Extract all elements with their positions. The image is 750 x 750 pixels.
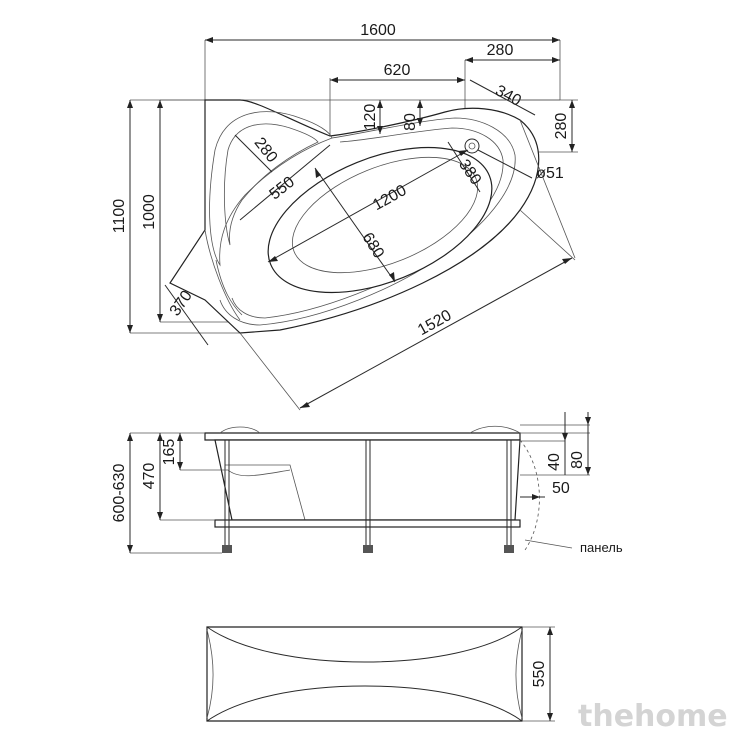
dim-h40: 40 [546,412,568,475]
dim-h40-label: 40 [546,453,563,471]
dim-right-corner-label: 280 [487,42,514,59]
dim-total-height-label: 600-630 [111,464,128,523]
dim-panel-height-label: 550 [531,661,548,688]
dim-diag-length-label: 1520 [415,307,454,339]
dim-inner-height: 1000 [141,100,163,322]
foot-middle [363,545,373,553]
dim-bowl-depth: 470 [141,433,163,520]
foot-left [222,545,232,553]
dim-h80: 80 [569,412,591,475]
drain-icon [464,138,480,154]
dim-small-a: 120 [362,100,383,134]
dim-bowl-depth-label: 470 [141,463,158,490]
dim-right-corner: 280 [465,42,560,63]
dim-h50: 50 [520,480,570,500]
dim-width: 1600 [205,22,560,43]
tub-outline [169,99,540,334]
dim-overall-height-label: 1100 [111,199,128,234]
dim-h50-label: 50 [552,480,570,497]
dim-small-b-label: 80 [402,113,419,131]
dim-rim-label: 165 [161,439,178,466]
dim-total-height: 600-630 [111,433,133,553]
dim-small-b: 80 [402,100,423,131]
plan-view: 1600 620 280 340 [111,22,578,411]
dim-top-offset: 620 [329,60,466,136]
dim-overall-height: 1100 [111,100,133,333]
panel-label: панель [580,540,623,555]
dim-panel-height: 550 [531,627,553,721]
side-view: панель 600-630 470 165 [111,412,623,555]
dim-inner-height-label: 1000 [141,194,158,230]
dim-top-offset-label: 620 [384,62,411,79]
dim-rim: 165 [161,433,183,470]
dim-drain-dia-label: ø51 [536,165,564,182]
dim-corner-diag-label: 340 [492,82,524,110]
dim-right-side-label: 280 [553,113,570,140]
foot-right [504,545,514,553]
dim-small-a-label: 120 [362,104,379,131]
dim-width-label: 1600 [360,22,396,39]
watermark: thehome [578,699,728,734]
dim-h80-label: 80 [569,451,586,469]
front-panel-view: 550 [206,626,555,722]
